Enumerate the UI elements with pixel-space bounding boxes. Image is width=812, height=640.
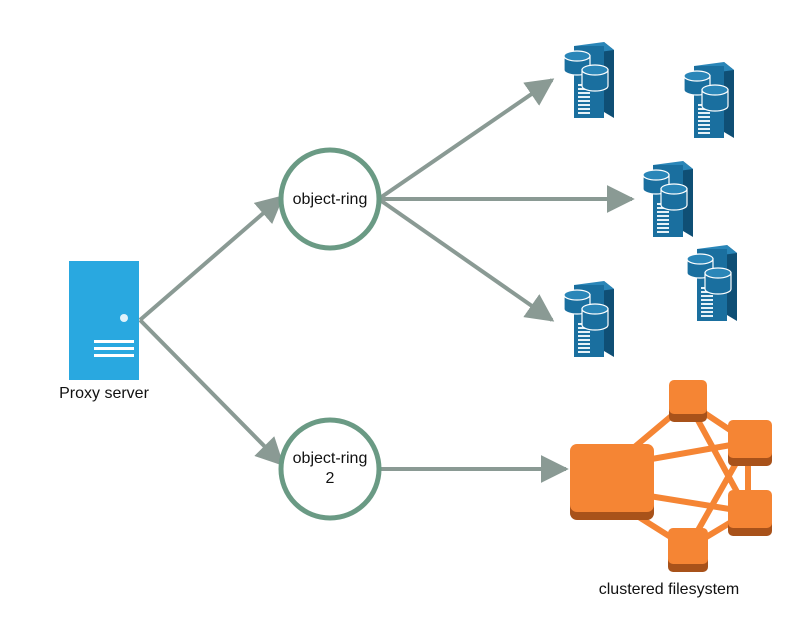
edge-proxy-to-ring1 — [138, 195, 285, 322]
object-ring-node: object-ring — [278, 147, 382, 251]
edges — [138, 78, 635, 483]
cluster-icon — [570, 380, 772, 572]
edge-proxy-to-ring2 — [138, 318, 284, 466]
storage-server-icon — [563, 280, 615, 358]
clustered-filesystem-label: clustered filesystem — [599, 581, 740, 598]
object-ring-2-circle — [278, 417, 382, 521]
storage-server-icon — [686, 244, 738, 322]
edge-ring1-to-server-bottom — [378, 198, 555, 322]
proxy-server-label: Proxy server — [59, 385, 149, 402]
object-ring-circle — [278, 147, 382, 251]
storage-server-icon — [683, 61, 735, 139]
server-icon — [69, 261, 139, 380]
object-ring-2-label-line1: object-ring — [293, 450, 368, 467]
object-ring-2-node: object-ring 2 — [278, 417, 382, 521]
storage-server-icon — [563, 41, 615, 119]
object-ring-label: object-ring — [293, 191, 368, 208]
storage-server-icon — [642, 160, 694, 238]
edge-ring1-to-server-top — [378, 78, 555, 200]
object-ring-2-label-line2: 2 — [326, 470, 335, 487]
proxy-server-node: Proxy server — [59, 261, 150, 402]
clustered-filesystem-node: clustered filesystem — [570, 380, 772, 598]
